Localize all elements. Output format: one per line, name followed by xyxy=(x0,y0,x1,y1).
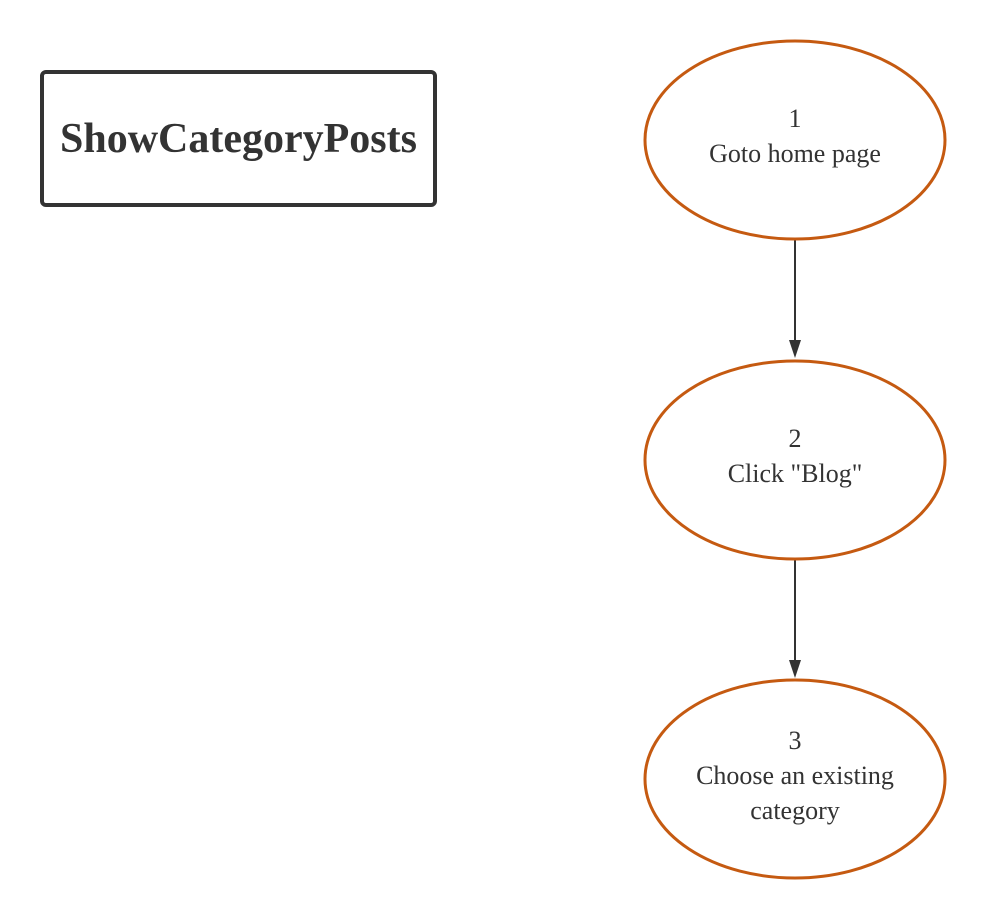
node-ellipse xyxy=(643,359,947,561)
node-ellipse xyxy=(643,678,947,880)
node-label: Click "Blog" xyxy=(728,459,863,488)
edge-1-to-2 xyxy=(789,240,801,358)
node-label-line-1: Choose an existing xyxy=(696,761,894,790)
node-label-line-2: category xyxy=(750,796,840,825)
diagram-title: ShowCategoryPosts xyxy=(60,115,417,162)
diagram-title-box: ShowCategoryPosts xyxy=(40,70,437,207)
node-number: 3 xyxy=(789,726,802,755)
flow-node-3: 3 Choose an existing category xyxy=(643,678,947,880)
node-label: Goto home page xyxy=(709,139,881,168)
node-number: 1 xyxy=(789,104,802,133)
edge-2-to-3 xyxy=(789,560,801,678)
flow-node-2: 2 Click "Blog" xyxy=(643,359,947,561)
node-number: 2 xyxy=(789,424,802,453)
arrowhead-icon xyxy=(789,340,801,358)
arrowhead-icon xyxy=(789,660,801,678)
flow-node-1: 1 Goto home page xyxy=(643,39,947,241)
node-ellipse xyxy=(643,39,947,241)
